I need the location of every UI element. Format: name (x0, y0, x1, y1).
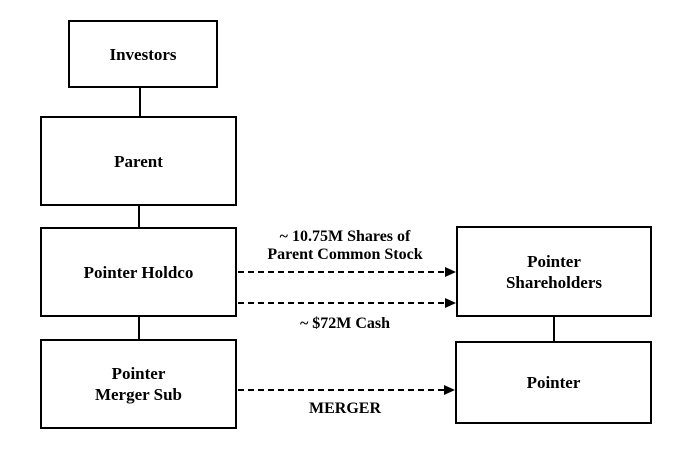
box-pointer: Pointer (455, 341, 652, 424)
box-investors-label: Investors (109, 44, 177, 64)
box-pointer-shareholders: Pointer Shareholders (456, 226, 652, 317)
arrow-cash-line (238, 302, 444, 304)
box-investors: Investors (68, 20, 218, 88)
box-pointer-holdco: Pointer Holdco (40, 227, 237, 317)
arrow-shares-line (238, 271, 444, 273)
arrowhead-icon (444, 385, 455, 395)
box-pointer-shareholders-label-line2: Shareholders (505, 272, 603, 292)
box-pointer-merger-sub-label-line2: Merger Sub (94, 385, 183, 404)
box-pointer-merger-sub-label-line1: Pointer (111, 364, 166, 383)
arrow-shares-label: ~ 10.75M Shares of Parent Common Stock (240, 228, 450, 264)
arrow-shares-label-line1: ~ 10.75M Shares of (279, 228, 411, 245)
connector-shareholders-pointer (553, 317, 555, 341)
box-parent-label: Parent (114, 151, 163, 171)
arrow-shares-label-line2: Parent Common Stock (267, 246, 423, 263)
box-pointer-merger-sub: Pointer Merger Sub (40, 339, 237, 429)
box-pointer-shareholders-label-line1: Pointer (527, 251, 581, 271)
arrowhead-icon (445, 298, 456, 308)
arrow-merger-line (238, 389, 444, 391)
arrow-merger-label: MERGER (309, 400, 381, 417)
arrow-cash-label: ~ $72M Cash (299, 315, 391, 332)
box-pointer-label: Pointer (526, 373, 581, 392)
box-pointer-holdco-label: Pointer Holdco (83, 262, 194, 282)
connector-investors-parent (139, 88, 141, 116)
connector-parent-holdco (138, 206, 140, 227)
connector-holdco-merger-sub (138, 317, 140, 339)
arrowhead-icon (445, 267, 456, 277)
box-parent: Parent (40, 116, 237, 206)
